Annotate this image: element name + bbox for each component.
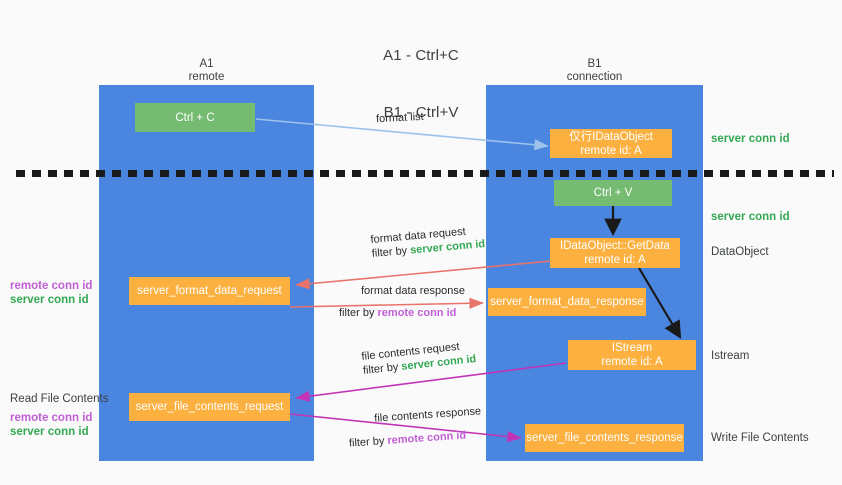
column-header-a1: A1 remote [99,58,314,84]
edge-label-file-contents-request: file contents request filter by server c… [361,338,477,378]
edge-label-format-data-response-text: format data response [361,285,465,297]
node-ctrl-v-label: Ctrl + V [593,187,633,199]
page-title: A1 - Ctrl+C B1 - Ctrl+V [0,8,842,160]
edge-label-format-data-response: format data response filter by remote co… [339,284,465,320]
annotation-server-conn-id-left-mid: server conn id [10,294,89,306]
node-server-format-data-request-label: server_format_data_request [137,285,282,297]
annotation-server-conn-id-mid: server conn id [711,211,790,223]
node-istream-line2: remote id: A [601,356,663,368]
node-server-file-contents-request[interactable]: server_file_contents_request [129,393,290,421]
node-istream-line1: IStream [611,342,653,354]
node-server-file-contents-response[interactable]: server_file_contents_response [525,424,684,452]
filter-key-remote-conn-id: remote conn id [377,307,457,319]
page-title-line-1: A1 - Ctrl+C [383,47,459,64]
node-idataobject-received[interactable]: 仅行IDataObject remote id: A [550,129,672,158]
node-idataobject-getdata-line2: remote id: A [584,254,646,266]
node-ctrl-c[interactable]: Ctrl + C [135,103,255,132]
annotation-remote-conn-id-mid: remote conn id [10,280,93,292]
node-idataobject-getdata[interactable]: IDataObject::GetData remote id: A [550,238,680,268]
filter-prefix: filter by [371,244,411,260]
filter-prefix: filter by [362,360,402,377]
annotation-remote-conn-id-low: remote conn id [10,412,93,424]
filter-prefix: filter by [339,307,378,319]
annotation-server-conn-id-top: server conn id [711,133,790,145]
column-header-a1-name: A1 [199,58,214,70]
node-server-format-data-request[interactable]: server_format_data_request [129,277,290,305]
annotation-write-file-contents: Write File Contents [711,432,809,444]
node-idataobject-getdata-line1: IDataObject::GetData [560,240,670,252]
edge-label-format-data-request: format data request filter by server con… [370,223,486,261]
node-server-format-data-response-label: server_format_data_response [490,296,644,308]
node-ctrl-v[interactable]: Ctrl + V [554,180,672,206]
edge-label-format-data-response-filter: filter by remote conn id [339,306,465,320]
column-header-b1-name: B1 [587,58,602,70]
edge-label-format-list-text: format list [375,110,424,126]
column-header-b1-role: connection [566,71,623,83]
page-title-line-2: B1 - Ctrl+V [383,104,459,121]
annotation-server-conn-id-left-low: server conn id [10,426,89,438]
node-server-file-contents-response-label: server_file_contents_response [526,432,683,444]
phase-divider [16,170,834,177]
edge-label-file-contents-response: file contents response filter by remote … [349,404,483,449]
filter-key-remote-conn-id: remote conn id [387,429,467,447]
node-idataobject-received-line2: remote id: A [580,144,642,157]
node-idataobject-received-line1: 仅行IDataObject [569,130,653,143]
node-server-format-data-response[interactable]: server_format_data_response [488,288,646,316]
node-server-file-contents-request-label: server_file_contents_request [135,401,284,413]
edge-label-format-list: format list [376,110,424,126]
edge-label-file-contents-response-filter: filter by remote conn id [349,427,484,450]
edge-label-file-contents-response-text: file contents response [373,405,482,425]
annotation-istream: Istream [711,350,750,362]
node-ctrl-c-label: Ctrl + C [175,111,215,124]
column-header-a1-role: remote [188,71,225,83]
node-istream[interactable]: IStream remote id: A [568,340,696,370]
column-header-b1: B1 connection [486,58,703,84]
annotation-dataobject: DataObject [711,246,769,258]
filter-prefix: filter by [348,434,388,450]
annotation-read-file-contents: Read File Contents [10,393,109,405]
